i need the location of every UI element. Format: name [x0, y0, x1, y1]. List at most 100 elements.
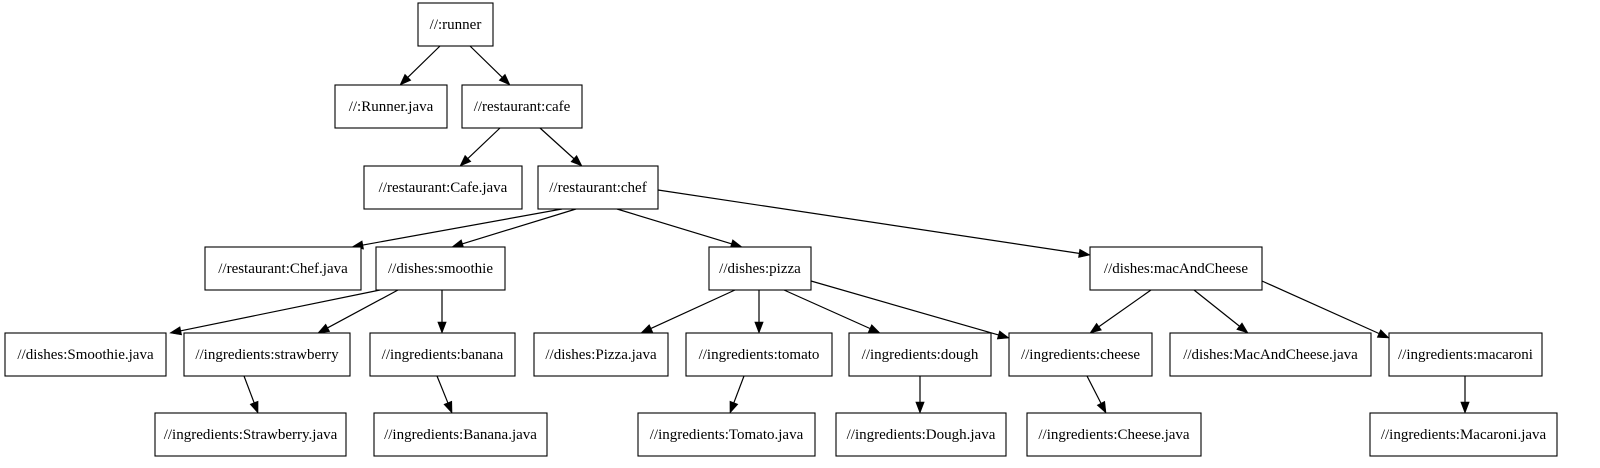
- graph-node-restaurant_chef[interactable]: //restaurant:chef: [537, 165, 659, 210]
- node-box[interactable]: [835, 412, 1007, 457]
- node-label: //dishes:MacAndCheese.java: [1183, 347, 1358, 363]
- node-box[interactable]: [1089, 246, 1263, 291]
- node-label: //ingredients:Dough.java: [847, 427, 996, 443]
- node-box[interactable]: [363, 165, 523, 210]
- graph-edge: [1089, 289, 1152, 334]
- node-label: //ingredients:Strawberry.java: [164, 427, 338, 443]
- edge-arrowhead: [437, 321, 447, 334]
- node-box[interactable]: [4, 332, 167, 377]
- graph-node-restaurant_cafe[interactable]: //restaurant:cafe: [461, 84, 583, 129]
- graph-node-chef_java[interactable]: //restaurant:Chef.java: [204, 246, 362, 291]
- node-box[interactable]: [375, 246, 506, 291]
- graph-node-smoothie_java[interactable]: //dishes:Smoothie.java: [4, 332, 167, 377]
- node-box[interactable]: [334, 84, 448, 129]
- node-box[interactable]: [708, 246, 812, 291]
- graph-edge: [436, 375, 453, 414]
- graph-node-ing_tomato[interactable]: //ingredients:tomato: [685, 332, 833, 377]
- node-box[interactable]: [533, 332, 669, 377]
- node-label: //:Runner.java: [349, 99, 434, 115]
- node-box[interactable]: [1008, 332, 1153, 377]
- graph-node-ing_banana[interactable]: //ingredients:banana: [369, 332, 516, 377]
- node-label: //ingredients:Macaroni.java: [1381, 427, 1547, 443]
- node-label: //ingredients:strawberry: [195, 347, 339, 363]
- graph-node-runner_java[interactable]: //:Runner.java: [334, 84, 448, 129]
- graph-node-strawberry_java[interactable]: //ingredients:Strawberry.java: [154, 412, 347, 457]
- node-label: //:runner: [430, 17, 482, 33]
- node-box[interactable]: [637, 412, 816, 457]
- edge-line: [650, 289, 736, 329]
- edge-line: [1086, 375, 1102, 404]
- node-box[interactable]: [537, 165, 659, 210]
- graph-edge: [915, 376, 925, 414]
- edge-line: [243, 375, 255, 403]
- node-box[interactable]: [1026, 412, 1202, 457]
- node-box[interactable]: [183, 332, 351, 377]
- node-box[interactable]: [204, 246, 362, 291]
- node-box[interactable]: [1369, 412, 1558, 457]
- graph-node-dishes_pizza[interactable]: //dishes:pizza: [708, 246, 812, 291]
- graph-node-ing_dough[interactable]: //ingredients:dough: [848, 332, 992, 377]
- edge-arrowhead: [459, 154, 472, 167]
- edge-arrowhead: [996, 330, 1010, 340]
- graph-edge: [640, 289, 736, 334]
- node-box[interactable]: [685, 332, 833, 377]
- edge-arrowhead: [399, 73, 412, 86]
- node-label: //dishes:smoothie: [388, 261, 493, 277]
- graph-edge: [616, 208, 743, 249]
- edge-line: [657, 189, 1080, 254]
- node-label: //ingredients:Cheese.java: [1038, 427, 1190, 443]
- graph-edge: [657, 189, 1091, 258]
- graph-node-tomato_java[interactable]: //ingredients:Tomato.java: [637, 412, 816, 457]
- node-label: //ingredients:macaroni: [1398, 347, 1533, 363]
- graph-node-ing_cheese[interactable]: //ingredients:cheese: [1008, 332, 1153, 377]
- node-box[interactable]: [417, 2, 494, 47]
- graph-node-macandchs_java[interactable]: //dishes:MacAndCheese.java: [1169, 332, 1372, 377]
- graph-node-dishes_smoothie[interactable]: //dishes:smoothie: [375, 246, 506, 291]
- graph-node-cafe_java[interactable]: //restaurant:Cafe.java: [363, 165, 523, 210]
- graph-node-pizza_java[interactable]: //dishes:Pizza.java: [533, 332, 669, 377]
- graph-node-dishes_macandchs[interactable]: //dishes:macAndCheese: [1089, 246, 1263, 291]
- node-box[interactable]: [461, 84, 583, 129]
- node-box[interactable]: [154, 412, 347, 457]
- graph-node-runner[interactable]: //:runner: [417, 2, 494, 47]
- graph-edge: [243, 375, 259, 414]
- edge-line: [462, 208, 577, 245]
- edge-line: [469, 45, 503, 78]
- node-label: //dishes:Smoothie.java: [17, 347, 154, 363]
- node-label: //restaurant:cafe: [474, 99, 571, 115]
- node-box[interactable]: [1388, 332, 1543, 377]
- graph-edge: [754, 290, 764, 334]
- edge-arrowhead: [570, 154, 583, 167]
- edge-line: [539, 127, 575, 160]
- edge-arrowhead: [317, 323, 331, 334]
- node-box[interactable]: [848, 332, 992, 377]
- graph-node-ing_macaroni[interactable]: //ingredients:macaroni: [1388, 332, 1543, 377]
- node-box[interactable]: [373, 412, 548, 457]
- graph-edge: [317, 289, 399, 334]
- graph-edge: [169, 289, 381, 336]
- edge-line: [783, 289, 871, 330]
- edge-arrowhead: [1089, 322, 1102, 334]
- graph-node-cheese_java[interactable]: //ingredients:Cheese.java: [1026, 412, 1202, 457]
- graph-node-macaroni_java[interactable]: //ingredients:Macaroni.java: [1369, 412, 1558, 457]
- node-label: //restaurant:chef: [549, 180, 646, 196]
- edge-arrowhead: [1236, 322, 1249, 334]
- edge-arrowhead: [1376, 329, 1390, 339]
- node-box[interactable]: [369, 332, 516, 377]
- graph-edge: [399, 45, 441, 86]
- edge-arrowhead: [867, 324, 881, 334]
- edge-line: [616, 208, 732, 245]
- graph-edge: [810, 280, 1010, 340]
- node-label: //dishes:pizza: [719, 261, 801, 277]
- node-box[interactable]: [1169, 332, 1372, 377]
- graph-edge: [469, 45, 511, 86]
- edge-line: [733, 375, 745, 403]
- graph-node-dough_java[interactable]: //ingredients:Dough.java: [835, 412, 1007, 457]
- edge-arrowhead: [1096, 400, 1107, 414]
- edge-arrowhead: [1460, 401, 1470, 414]
- graph-node-ing_strawberry[interactable]: //ingredients:strawberry: [183, 332, 351, 377]
- graph-node-banana_java[interactable]: //ingredients:Banana.java: [373, 412, 548, 457]
- edge-arrowhead: [754, 321, 764, 334]
- node-label: //dishes:macAndCheese: [1104, 261, 1248, 277]
